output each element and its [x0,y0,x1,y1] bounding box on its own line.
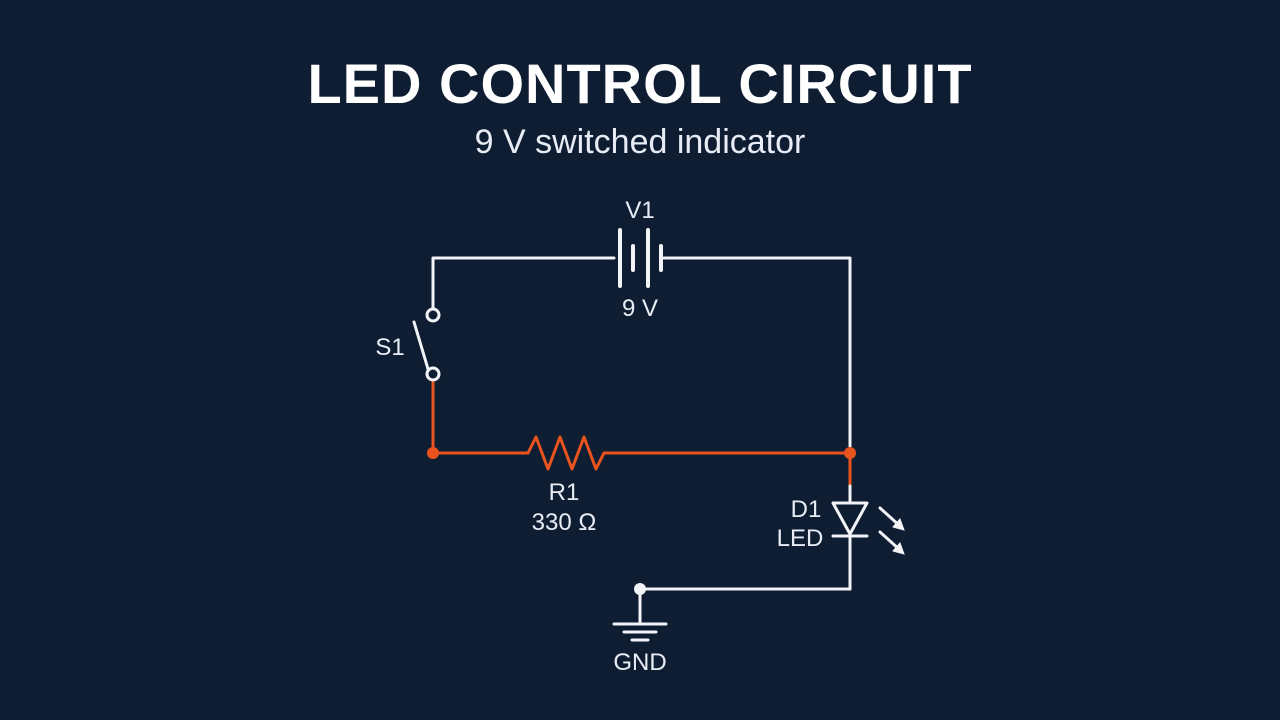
led-triangle [831,501,869,536]
switch-ref-label: S1 [375,334,404,361]
led-value-label: LED [777,525,824,552]
ground-symbol-icon [612,622,668,642]
switch-s1 [412,307,441,382]
ground-label: GND [613,649,666,676]
wires-active [431,379,852,488]
switch-terminal-top [425,307,441,323]
resistor-value-label: 330 Ω [532,509,597,536]
diagram-title: LED CONTROL CIRCUIT [307,52,973,115]
battery-value-label: 9 V [622,295,658,322]
diagram-subtitle: 9 V switched indicator [474,123,806,161]
junction-right-dot [844,447,856,459]
resistor-r1-symbol [526,435,606,471]
resistor-ref-label: R1 [549,479,580,506]
switch-terminal-bottom [425,366,441,382]
ground-node-dot [634,583,646,595]
battery-v1 [618,228,663,288]
switch-lever [412,320,430,371]
led-light-arrows-icon [878,506,905,555]
battery-ref-label: V1 [625,197,654,224]
wire-switch-to-battery [431,256,616,310]
led-d1 [831,484,869,538]
led-ref-label: D1 [791,496,822,523]
junction-left-dot [427,447,439,459]
wire-battery-to-junction [662,256,852,448]
wire-led-to-ground [638,587,852,624]
wire-switch-to-resistor [431,379,530,455]
